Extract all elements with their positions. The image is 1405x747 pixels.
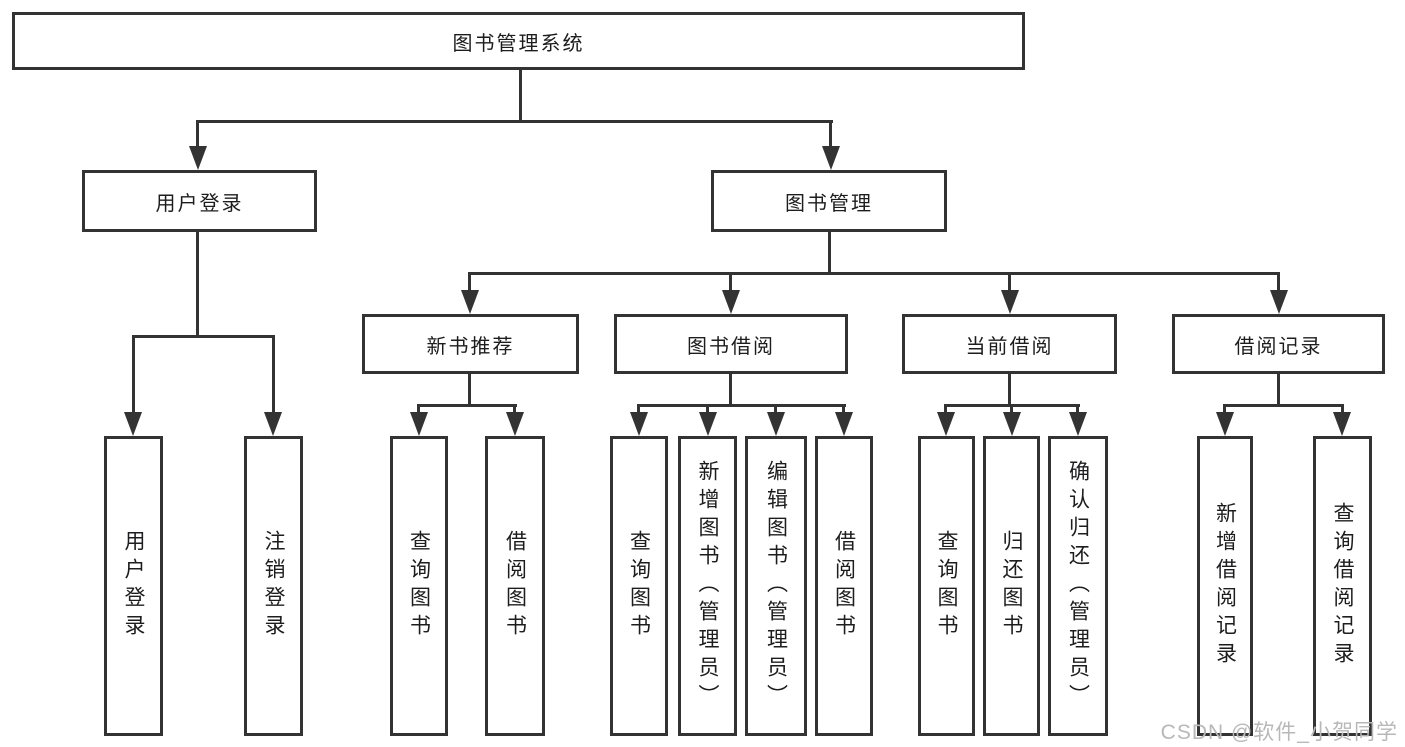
leaf-newbook-query: 查询图书 <box>390 436 448 736</box>
connector-line <box>706 404 709 418</box>
connector-line <box>1224 404 1344 407</box>
leaf-record-add-label: 新增借阅记录 <box>1213 502 1237 670</box>
connector-line <box>637 404 640 418</box>
connector-line <box>1341 404 1344 418</box>
leaf-record-add: 新增借阅记录 <box>1197 436 1253 736</box>
connector-line <box>196 120 199 150</box>
arrow-down-icon <box>1216 412 1234 436</box>
leaf-borrow-edit-book: 编辑图书（管理员） <box>745 436 807 736</box>
connector-line <box>1277 272 1280 294</box>
leaf-newbook-query-label: 查询图书 <box>407 530 431 642</box>
leaf-current-confirm-return-label: 确认归还（管理员） <box>1066 460 1090 712</box>
leaf-user-login: 用户登录 <box>104 436 163 736</box>
connector-line <box>1008 272 1011 294</box>
arrow-down-icon <box>124 412 142 436</box>
connector-line <box>829 120 832 150</box>
arrow-down-icon <box>264 412 282 436</box>
connector-line <box>469 272 1280 275</box>
node-new-book-recommend: 新书推荐 <box>362 314 579 374</box>
leaf-borrow-edit-book-label: 编辑图书（管理员） <box>764 460 788 712</box>
arrow-down-icon <box>835 412 853 436</box>
leaf-user-login-label: 用户登录 <box>122 530 145 642</box>
connector-line <box>1076 404 1079 418</box>
connector-line <box>842 404 845 418</box>
arrow-down-icon <box>1003 412 1021 436</box>
arrow-down-icon <box>937 412 955 436</box>
connector-line <box>1010 404 1013 418</box>
connector-line <box>468 272 471 294</box>
connector-line <box>468 374 471 406</box>
node-root: 图书管理系统 <box>12 12 1025 70</box>
leaf-newbook-borrow-label: 借阅图书 <box>503 530 527 642</box>
node-book-borrow-label: 图书借阅 <box>687 335 775 358</box>
arrow-down-icon <box>506 412 524 436</box>
connector-line <box>1008 374 1011 406</box>
leaf-borrow-book: 借阅图书 <box>815 436 873 736</box>
node-borrow-record-label: 借阅记录 <box>1234 335 1323 358</box>
leaf-borrow-book-label: 借阅图书 <box>832 530 856 642</box>
connector-line <box>197 120 833 123</box>
leaf-borrow-query: 查询图书 <box>610 436 668 736</box>
connector-line <box>638 404 846 407</box>
node-root-label: 图书管理系统 <box>452 32 585 55</box>
arrow-down-icon <box>630 412 648 436</box>
arrow-down-icon <box>722 290 740 314</box>
csdn-watermark: CSDN @软件_小贺同学 <box>1160 721 1398 744</box>
connector-line <box>417 404 420 418</box>
connector-line <box>1277 374 1280 406</box>
node-book-management-label: 图书管理 <box>785 192 873 215</box>
arrow-down-icon <box>461 290 479 314</box>
leaf-borrow-add-book-label: 新增图书（管理员） <box>696 460 719 712</box>
connector-line <box>519 70 522 120</box>
connector-line <box>418 404 517 407</box>
leaf-borrow-query-label: 查询图书 <box>627 530 651 642</box>
connector-line <box>132 335 135 417</box>
connector-line <box>729 272 732 294</box>
arrow-down-icon <box>1069 412 1087 436</box>
node-current-borrow-label: 当前借阅 <box>965 335 1054 358</box>
leaf-current-query: 查询图书 <box>918 436 975 736</box>
node-current-borrow: 当前借阅 <box>902 314 1117 374</box>
leaf-logout-label: 注销登录 <box>262 530 285 642</box>
leaf-current-confirm-return: 确认归还（管理员） <box>1048 436 1108 736</box>
leaf-logout: 注销登录 <box>244 436 303 736</box>
arrow-down-icon <box>822 146 840 170</box>
arrow-down-icon <box>1001 290 1019 314</box>
connector-line <box>132 335 275 338</box>
arrow-down-icon <box>699 412 717 436</box>
connector-line <box>828 232 831 274</box>
leaf-record-query: 查询借阅记录 <box>1313 436 1372 736</box>
leaf-current-return: 归还图书 <box>983 436 1040 736</box>
connector-line <box>196 232 199 337</box>
leaf-current-return-label: 归还图书 <box>1000 530 1023 642</box>
node-borrow-record: 借阅记录 <box>1172 314 1385 374</box>
node-new-book-recommend-label: 新书推荐 <box>426 335 515 358</box>
arrow-down-icon <box>1270 290 1288 314</box>
connector-line <box>272 335 275 417</box>
arrow-down-icon <box>189 146 207 170</box>
node-user-login-label: 用户登录 <box>155 192 244 215</box>
node-book-management: 图书管理 <box>711 170 947 232</box>
connector-line <box>513 404 516 418</box>
connector-line <box>944 404 947 418</box>
node-user-login: 用户登录 <box>82 170 317 232</box>
connector-line <box>729 374 732 406</box>
connector-line <box>774 404 777 418</box>
arrow-down-icon <box>767 412 785 436</box>
node-book-borrow: 图书借阅 <box>614 314 848 374</box>
connector-line <box>1223 404 1226 418</box>
leaf-newbook-borrow: 借阅图书 <box>485 436 545 736</box>
arrow-down-icon <box>410 412 428 436</box>
arrow-down-icon <box>1333 412 1351 436</box>
leaf-borrow-add-book: 新增图书（管理员） <box>678 436 737 736</box>
leaf-record-query-label: 查询借阅记录 <box>1331 502 1354 670</box>
leaf-current-query-label: 查询图书 <box>935 530 958 642</box>
